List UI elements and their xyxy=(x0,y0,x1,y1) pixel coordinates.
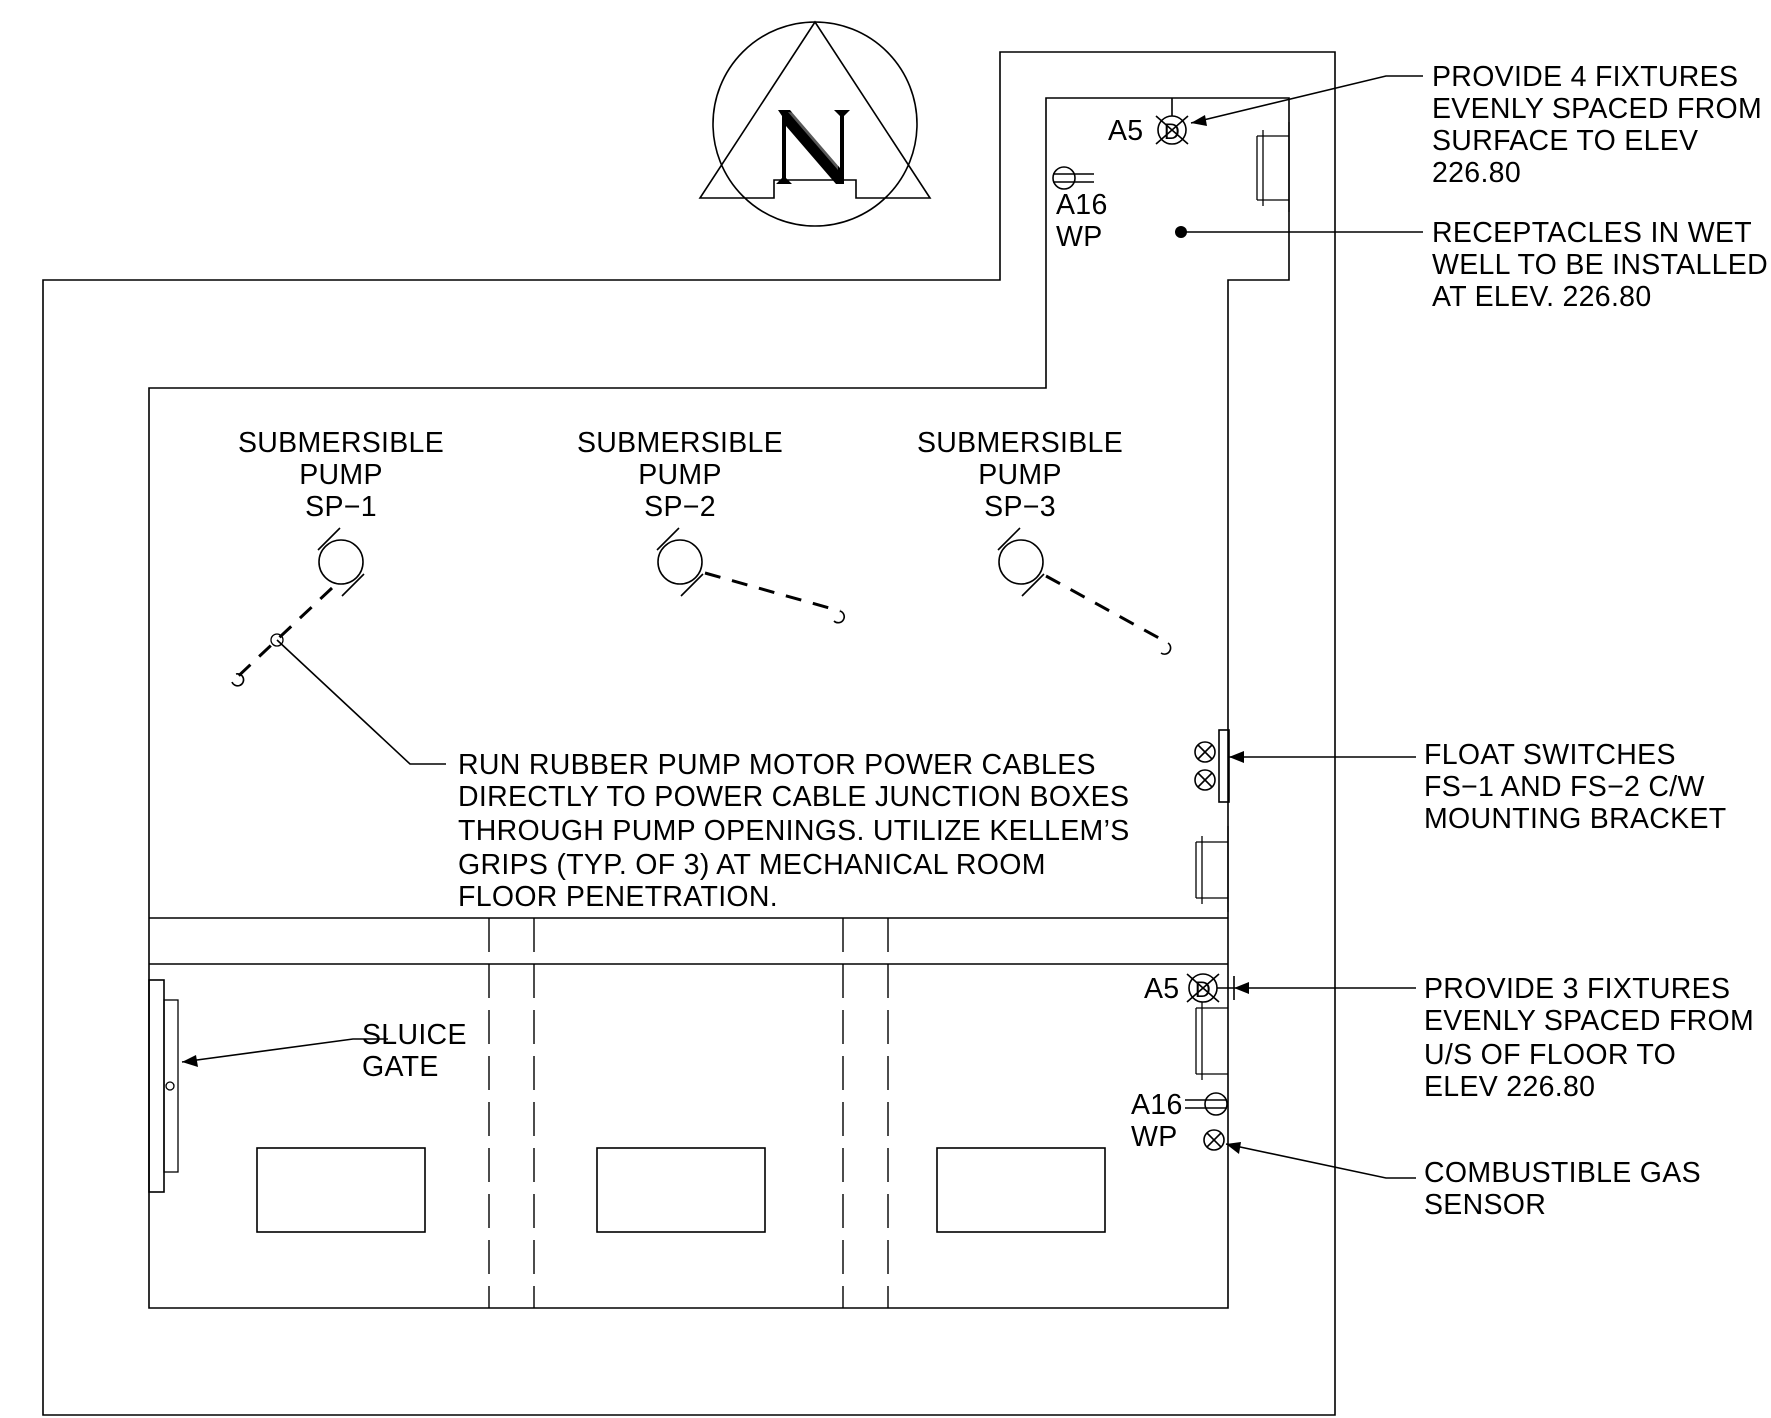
note-gas-line1: COMBUSTIBLE GAS xyxy=(1424,1157,1701,1189)
pump-sp3-line2: PUMP xyxy=(978,459,1062,491)
wet-well-inner-wall xyxy=(148,97,1290,1309)
note-receptacles-line1: RECEPTACLES IN WET xyxy=(1432,217,1752,249)
note-pump-cables: RUN RUBBER PUMP MOTOR POWER CABLES DIREC… xyxy=(458,749,1130,913)
note-sluice-gate: SLUICE GATE xyxy=(362,1019,467,1083)
note-provide-4-fixtures: PROVIDE 4 FIXTURES EVENLY SPACED FROM SU… xyxy=(1432,61,1762,189)
note-provide3-line3: U/S OF FLOOR TO xyxy=(1424,1039,1676,1071)
pump-sp2-label: SUBMERSIBLE PUMP SP−2 xyxy=(577,427,783,523)
note-provide3-line2: EVENLY SPACED FROM xyxy=(1424,1005,1754,1037)
note-float-line1: FLOAT SWITCHES xyxy=(1424,739,1676,771)
pump-sp1-line3: SP−1 xyxy=(305,491,377,523)
pump-sp1-line2: PUMP xyxy=(299,459,383,491)
tag-wp-top: WP xyxy=(1056,221,1103,253)
note-provide4-line4: 226.80 xyxy=(1432,157,1521,189)
pump-sp2-line2: PUMP xyxy=(638,459,722,491)
note-gas-line2: SENSOR xyxy=(1424,1189,1546,1221)
gas-sensor-icon xyxy=(1203,1129,1225,1151)
note-gas-sensor: COMBUSTIBLE GAS SENSOR xyxy=(1424,1157,1701,1221)
light-fixture-bottom-icon: D xyxy=(1186,973,1235,1003)
note-float-line2: FS−1 AND FS−2 C/W xyxy=(1424,771,1705,803)
receptacle-bottom-icon xyxy=(1185,1092,1228,1116)
note-float-line3: MOUNTING BRACKET xyxy=(1424,803,1726,835)
north-arrow: N xyxy=(698,20,932,227)
float-switches-icon xyxy=(1194,729,1230,803)
light-glyph-bottom: D xyxy=(1195,977,1211,1002)
leaders xyxy=(181,75,1423,1179)
tag-a5-top: A5 xyxy=(1108,115,1143,147)
note-sluice-line2: GATE xyxy=(362,1051,439,1083)
pump-sp1-label: SUBMERSIBLE PUMP SP−1 xyxy=(238,427,444,523)
note-cables-line5: FLOOR PENETRATION. xyxy=(458,881,778,913)
note-cables-line4: GRIPS (TYP. OF 3) AT MECHANICAL ROOM xyxy=(458,849,1046,881)
sluice-gate xyxy=(148,979,179,1193)
receptacle-top-icon xyxy=(1052,166,1094,190)
pump-sp3-line3: SP−3 xyxy=(984,491,1056,523)
note-provide4-line2: EVENLY SPACED FROM xyxy=(1432,93,1762,125)
light-fixture-top-icon: D xyxy=(1155,98,1189,145)
pump-sp1-line1: SUBMERSIBLE xyxy=(238,427,444,459)
pump-sp3-line1: SUBMERSIBLE xyxy=(917,427,1123,459)
tag-a16-bottom: A16 xyxy=(1131,1089,1183,1121)
note-cables-line3: THROUGH PUMP OPENINGS. UTILIZE KELLEM’S xyxy=(458,815,1130,847)
note-receptacles: RECEPTACLES IN WET WELL TO BE INSTALLED … xyxy=(1432,217,1768,313)
pump-sp2-line1: SUBMERSIBLE xyxy=(577,427,783,459)
note-provide3-line4: ELEV 226.80 xyxy=(1424,1071,1595,1103)
note-provide-3-fixtures: PROVIDE 3 FIXTURES EVENLY SPACED FROM U/… xyxy=(1424,973,1754,1103)
pump-sp1-symbol xyxy=(230,527,365,687)
ladder-mid xyxy=(1195,826,1229,912)
tag-a16-top: A16 xyxy=(1056,189,1108,221)
note-sluice-line1: SLUICE xyxy=(362,1019,467,1051)
outer-wall xyxy=(42,51,1336,1416)
note-cables-line1: RUN RUBBER PUMP MOTOR POWER CABLES xyxy=(458,749,1096,781)
pump-sp3-label: SUBMERSIBLE PUMP SP−3 xyxy=(917,427,1123,523)
pump-sp2-line3: SP−2 xyxy=(644,491,716,523)
note-provide3-line1: PROVIDE 3 FIXTURES xyxy=(1424,973,1730,1005)
ladder-top xyxy=(1256,122,1290,212)
pump-opening-2 xyxy=(596,1147,766,1233)
pump-sp3-symbol xyxy=(997,527,1172,655)
note-provide4-line1: PROVIDE 4 FIXTURES xyxy=(1432,61,1738,93)
tag-a5-bottom: A5 xyxy=(1144,973,1179,1005)
pump-opening-3 xyxy=(936,1147,1106,1233)
north-letter: N xyxy=(814,149,816,151)
note-float-switches: FLOAT SWITCHES FS−1 AND FS−2 C/W MOUNTIN… xyxy=(1424,739,1726,835)
note-provide4-line3: SURFACE TO ELEV xyxy=(1432,125,1698,157)
hidden-beams xyxy=(488,918,889,1308)
tag-wp-bottom: WP xyxy=(1131,1121,1178,1153)
light-glyph-top: D xyxy=(1164,119,1180,144)
ladder-bottom xyxy=(1195,1002,1228,1080)
note-receptacles-line3: AT ELEV. 226.80 xyxy=(1432,281,1651,313)
pump-opening-1 xyxy=(256,1147,426,1233)
note-receptacles-line2: WELL TO BE INSTALLED xyxy=(1432,249,1768,281)
note-cables-line2: DIRECTLY TO POWER CABLE JUNCTION BOXES xyxy=(458,781,1129,813)
pump-sp2-symbol xyxy=(656,527,846,624)
